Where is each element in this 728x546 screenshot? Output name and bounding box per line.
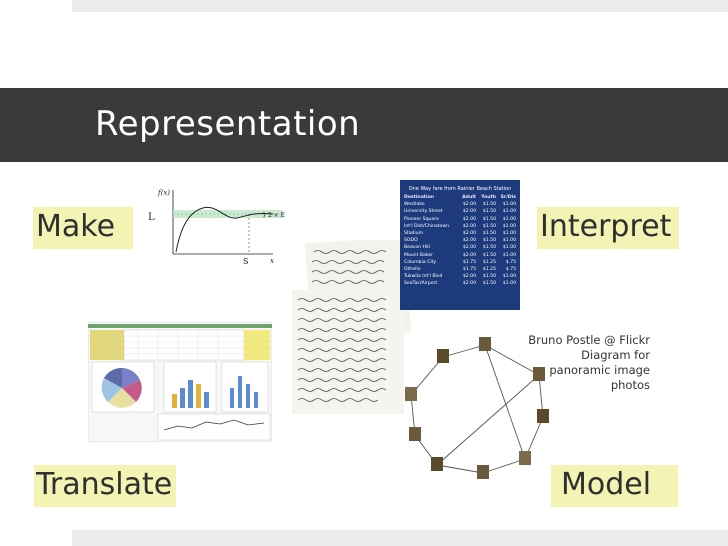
table-row: Pioneer Square$2.00$1.50$1.00	[404, 216, 516, 222]
header-adult: Adult	[462, 195, 476, 200]
label-model: Model	[551, 465, 678, 507]
table-row: University Street$2.00$1.50$1.00	[404, 209, 516, 215]
graph-y-label: f(x)	[157, 189, 170, 197]
label-translate: Translate	[34, 465, 176, 507]
title-bar	[0, 88, 728, 162]
caption-line: Diagram for	[581, 348, 650, 362]
table-row: Int'l Dist/Chinatown$2.00$1.50$1.00	[404, 223, 516, 229]
table-row: Westlake$2.00$1.50$1.00	[404, 202, 516, 208]
fare-table-photo: One Way fare from Rainier Beach Station …	[400, 180, 520, 310]
spreadsheet-screenshot	[88, 322, 272, 442]
slide-title: Representation	[95, 104, 361, 144]
graph-left-label: L	[148, 212, 155, 223]
table-row: Columbia City$1.75$1.25$.75	[404, 259, 516, 265]
table-row: SeaTac/Airport$2.00$1.50$1.00	[404, 281, 516, 287]
caption-line: Bruno Postle @ Flickr	[528, 333, 650, 347]
handwritten-manuscript-image	[292, 240, 412, 414]
table-row: Mount Baker$2.00$1.50$1.00	[404, 252, 516, 258]
fare-table-title: One Way fare from Rainier Beach Station	[408, 186, 512, 192]
top-rule	[72, 0, 728, 12]
panorama-network-diagram	[405, 337, 549, 479]
table-row: SODO$2.00$1.50$1.00	[404, 238, 516, 244]
table-row: Stadium$2.00$1.50$1.00	[404, 230, 516, 236]
graph-s-label: S	[243, 257, 248, 266]
function-graph-figure: f(x) L S x } 2 × E	[148, 189, 285, 266]
header-destination: Destination	[404, 195, 435, 200]
graph-x-label: x	[270, 257, 274, 265]
table-row: Othello$1.75$1.25$.75	[404, 266, 516, 272]
bottom-rule	[72, 530, 728, 546]
table-row: Beacon Hill$2.00$1.50$1.00	[404, 245, 516, 251]
image-credit-caption: Bruno Postle @ Flickr Diagram for panora…	[505, 333, 650, 393]
table-row: Tukwila Int'l Blvd$2.00$1.50$1.00	[404, 274, 516, 280]
caption-line: photos	[610, 378, 650, 392]
fare-table-header: Destination Adult Youth Sr/Dis	[404, 194, 516, 201]
label-interpret: Interpret	[537, 207, 679, 249]
caption-line: panoramic image	[549, 363, 650, 377]
graph-right-label: } 2 × E	[262, 212, 285, 219]
header-youth: Youth	[481, 195, 496, 200]
label-make: Make	[33, 207, 133, 249]
header-srdis: Sr/Dis	[500, 195, 516, 200]
